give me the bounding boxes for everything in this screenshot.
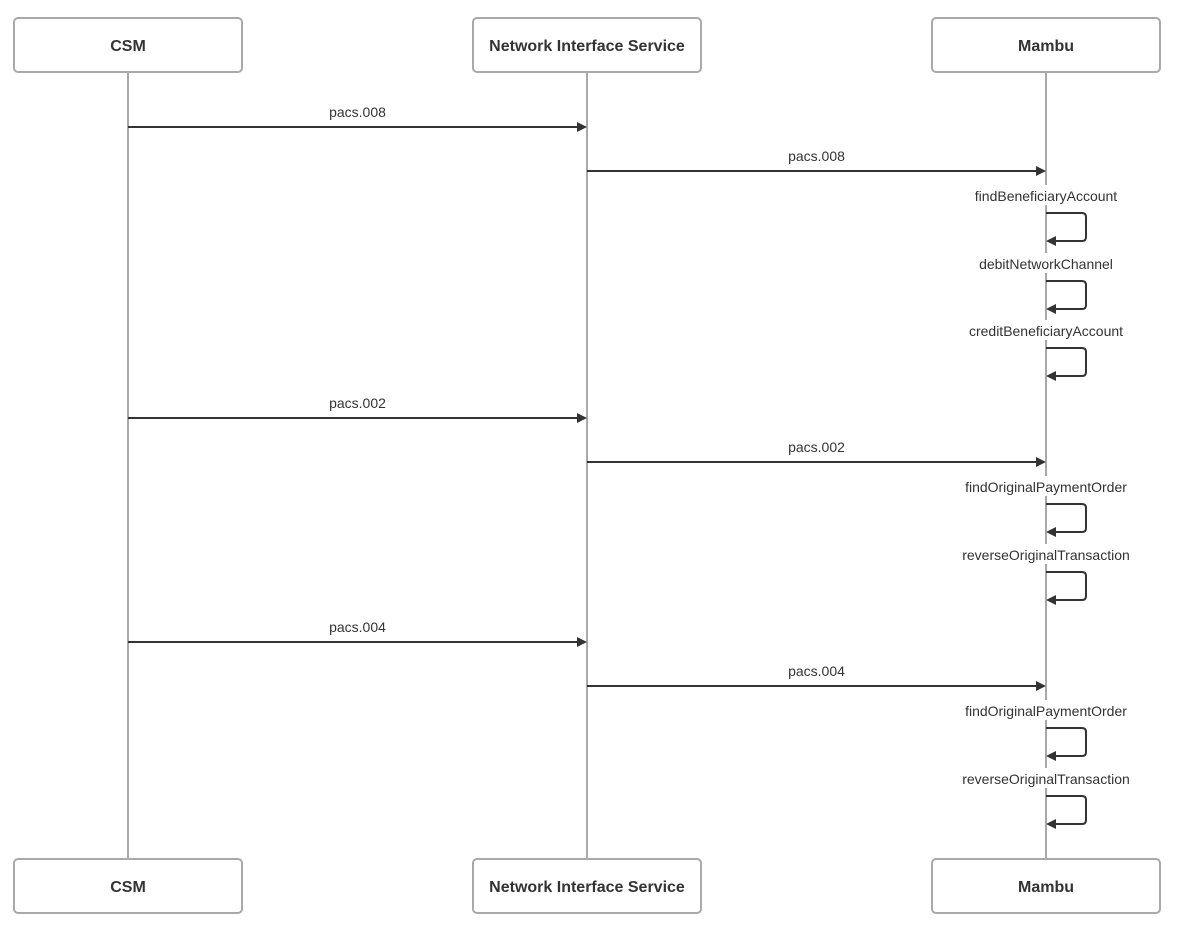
message-label: reverseOriginalTransaction: [962, 771, 1130, 787]
message: creditBeneficiaryAccount: [951, 320, 1141, 381]
participant-box: [931, 17, 1161, 73]
message: reverseOriginalTransaction: [951, 544, 1141, 605]
arrowhead-icon: [1046, 236, 1056, 246]
message: pacs.008: [587, 148, 1046, 176]
message-label: creditBeneficiaryAccount: [969, 323, 1123, 339]
message: findOriginalPaymentOrder: [951, 476, 1141, 537]
self-message-loop: [1046, 727, 1087, 757]
participant-box: [472, 17, 702, 73]
arrowhead-icon: [1036, 457, 1046, 467]
message-label-background: [951, 544, 1141, 564]
participant-label: Mambu: [1018, 879, 1074, 896]
participant-label: Mambu: [1018, 38, 1074, 55]
message-label: pacs.002: [329, 395, 386, 411]
message-label: pacs.008: [788, 148, 845, 164]
message: pacs.002: [587, 439, 1046, 467]
self-message-loop: [1046, 212, 1087, 242]
participant-top: Mambu: [931, 17, 1161, 73]
arrowhead-icon: [577, 122, 587, 132]
participant-box: [931, 858, 1161, 914]
arrowhead-icon: [1046, 371, 1056, 381]
self-message-loop: [1046, 503, 1087, 533]
arrowhead-icon: [1046, 304, 1056, 314]
message-label: debitNetworkChannel: [979, 256, 1113, 272]
lifelines: [127, 72, 1047, 859]
message-label: findOriginalPaymentOrder: [965, 479, 1127, 495]
message-label: reverseOriginalTransaction: [962, 547, 1130, 563]
message: pacs.002: [128, 395, 587, 423]
self-message-loop: [1046, 571, 1087, 601]
participant-top: Network Interface Service: [472, 17, 702, 73]
arrowhead-icon: [1046, 819, 1056, 829]
messages: pacs.008 pacs.008 findBeneficiaryAccount de…: [128, 104, 1141, 829]
message-label-background: [951, 253, 1141, 273]
message: findBeneficiaryAccount: [951, 185, 1141, 246]
message-label: pacs.004: [788, 663, 845, 679]
arrowhead-icon: [1046, 751, 1056, 761]
arrowhead-icon: [1046, 595, 1056, 605]
message: pacs.008: [128, 104, 587, 132]
participant-label: CSM: [110, 879, 146, 896]
message: debitNetworkChannel: [951, 253, 1141, 314]
participant-bottom: Mambu: [931, 858, 1161, 914]
participant-top: CSM: [13, 17, 243, 73]
participant-bottom: CSM: [13, 858, 243, 914]
self-message-loop: [1046, 795, 1087, 825]
message-label-background: [951, 700, 1141, 720]
self-message-loop: [1046, 280, 1087, 310]
arrowhead-icon: [577, 637, 587, 647]
message-label: findOriginalPaymentOrder: [965, 703, 1127, 719]
message: pacs.004: [587, 663, 1046, 691]
participant-label: CSM: [110, 38, 146, 55]
message-label-background: [951, 320, 1141, 340]
message-label: findBeneficiaryAccount: [975, 188, 1118, 204]
arrowhead-icon: [1046, 527, 1056, 537]
message: findOriginalPaymentOrder: [951, 700, 1141, 761]
participant-box: [13, 17, 243, 73]
participant-box: [13, 858, 243, 914]
arrowhead-icon: [1036, 166, 1046, 176]
message: pacs.004: [128, 619, 587, 647]
participant-box: [472, 858, 702, 914]
participant-bottom: Network Interface Service: [472, 858, 702, 914]
arrowhead-icon: [577, 413, 587, 423]
message-label: pacs.002: [788, 439, 845, 455]
participants-top: CSM Network Interface Service Mambu: [13, 17, 1161, 73]
participant-label: Network Interface Service: [489, 879, 685, 896]
message-label-background: [951, 476, 1141, 496]
participants-bottom: CSM Network Interface Service Mambu: [13, 858, 1161, 914]
message-label-background: [951, 185, 1141, 205]
message: reverseOriginalTransaction: [951, 768, 1141, 829]
participant-label: Network Interface Service: [489, 38, 685, 55]
message-label: pacs.008: [329, 104, 386, 120]
message-label: pacs.004: [329, 619, 386, 635]
self-message-loop: [1046, 347, 1087, 377]
arrowhead-icon: [1036, 681, 1046, 691]
message-label-background: [951, 768, 1141, 788]
